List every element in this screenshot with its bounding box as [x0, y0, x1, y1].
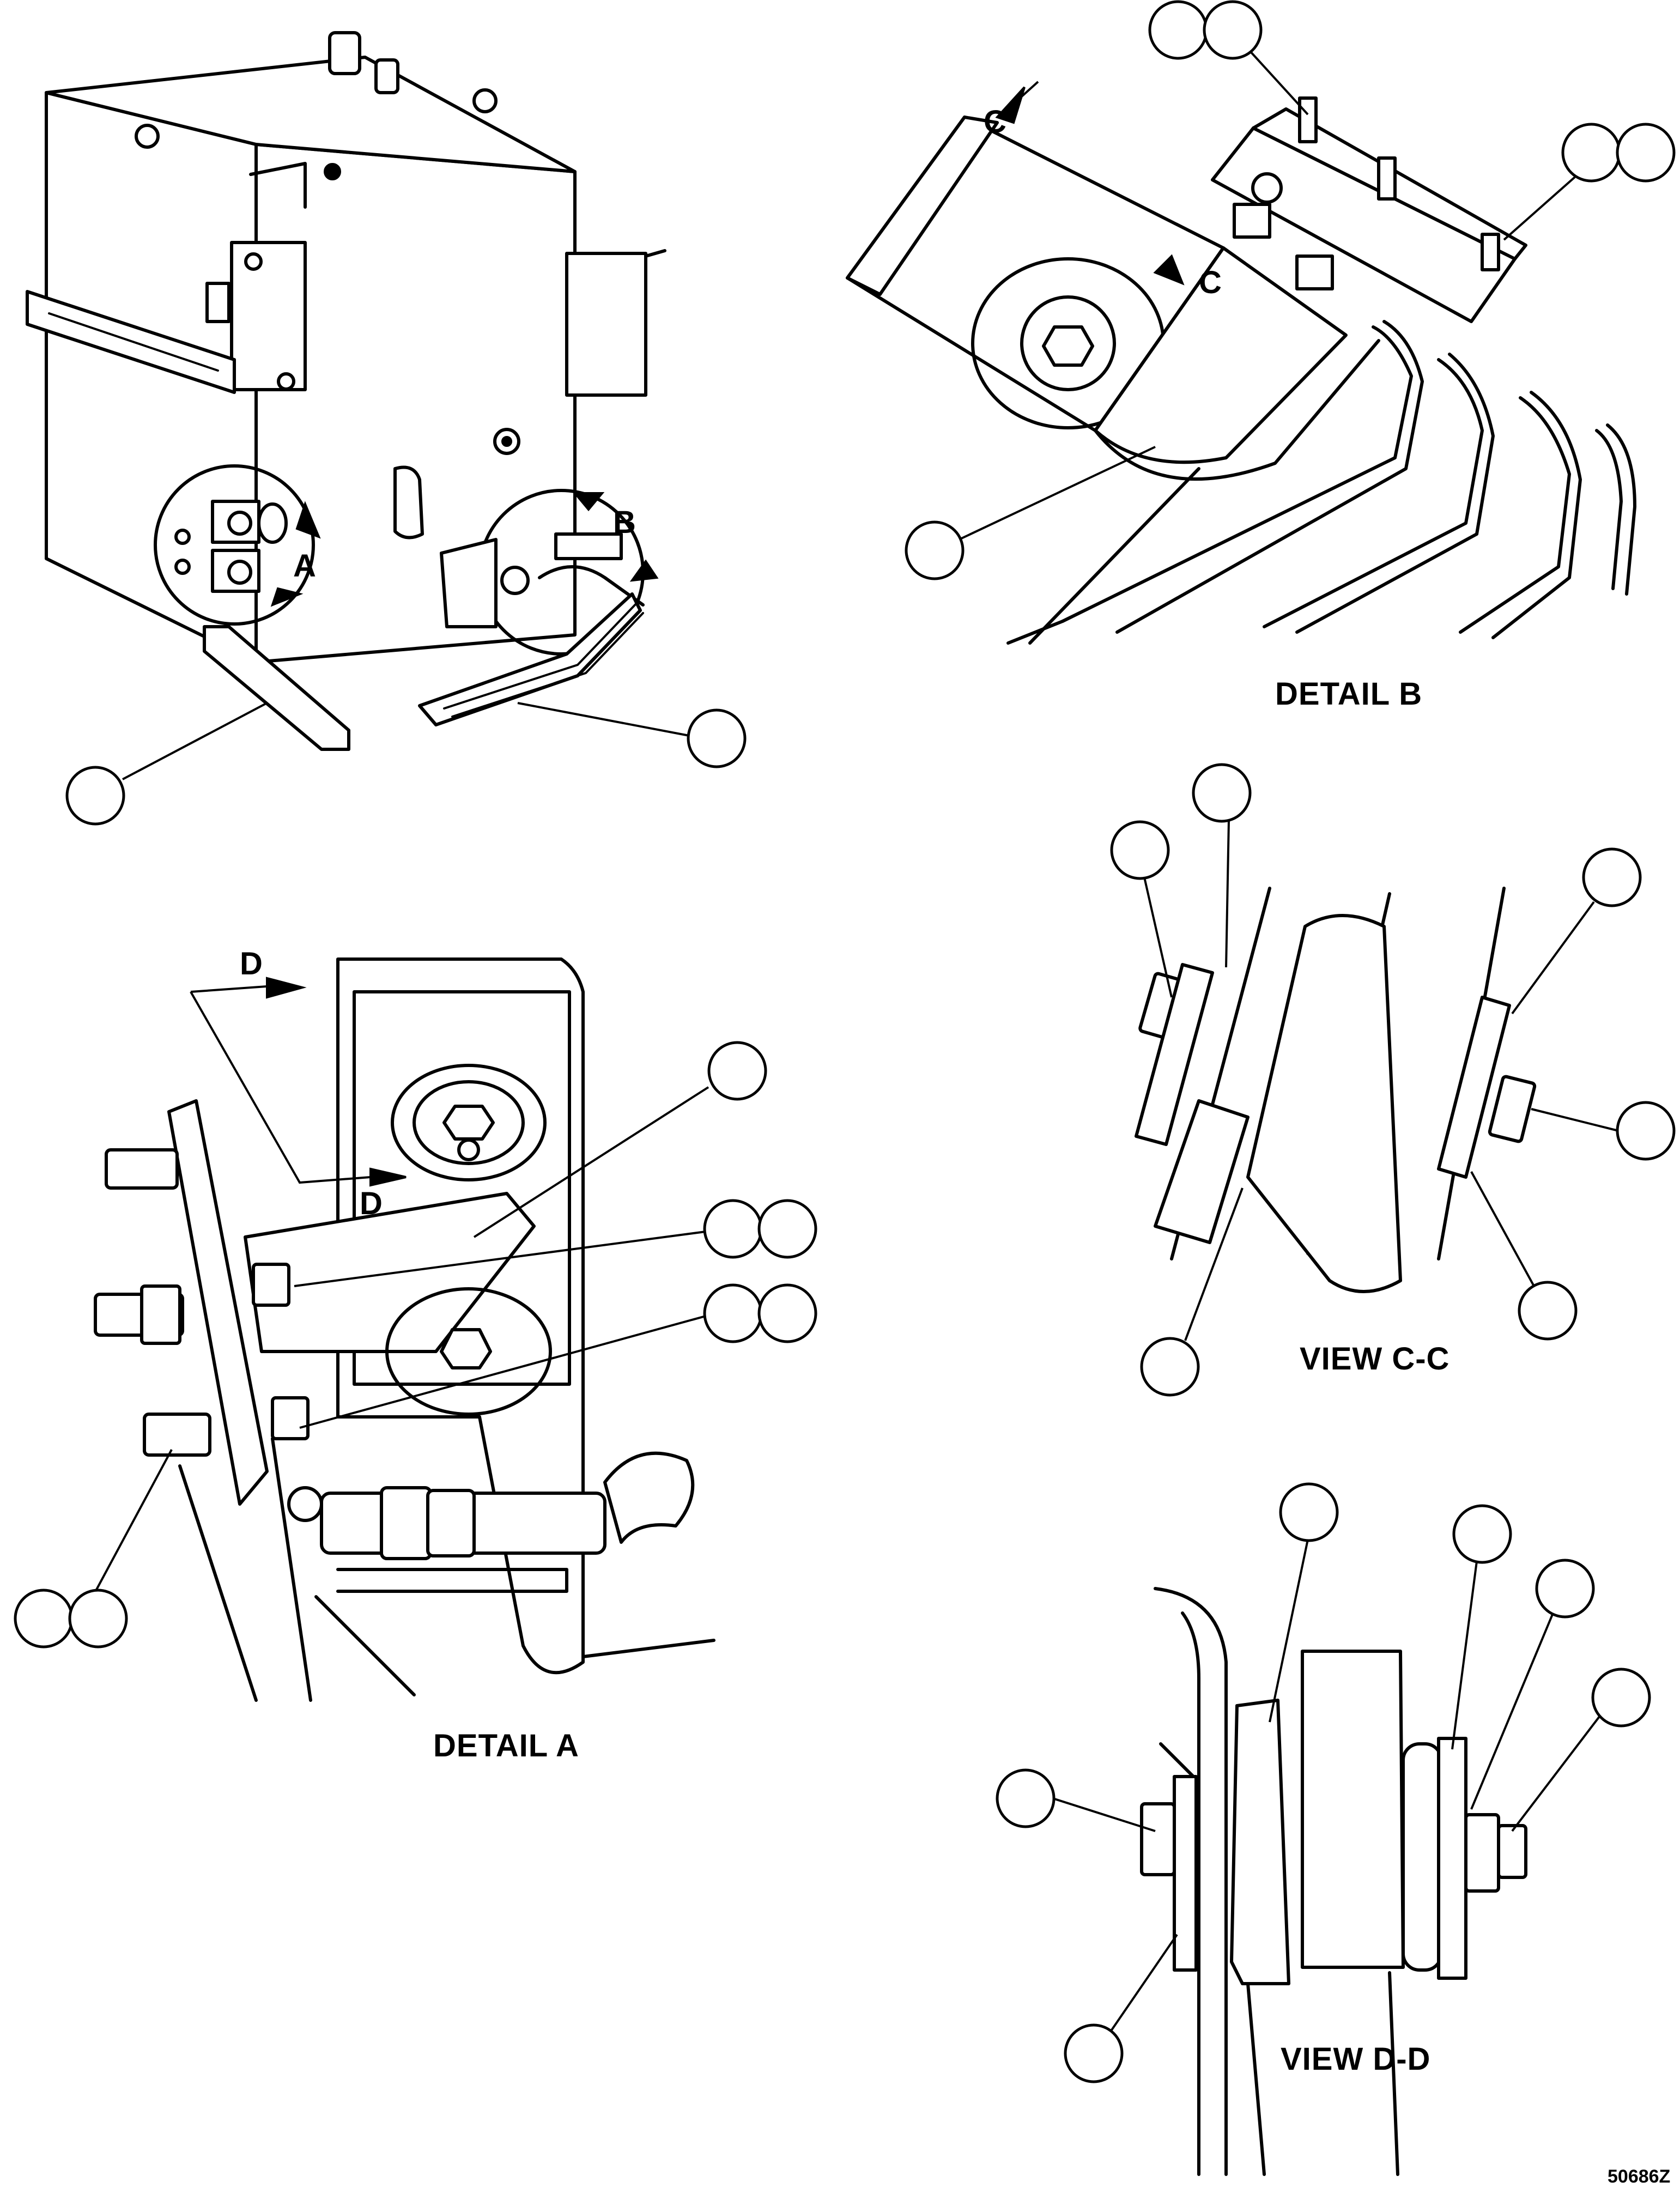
- detail-a-drawing: [94, 957, 715, 1702]
- caption-detail-b: DETAIL B: [1275, 676, 1423, 712]
- detail-b-drawing: [846, 81, 1636, 645]
- caption-view-cc: VIEW C-C: [1300, 1341, 1450, 1377]
- section-marker-a: A: [293, 548, 316, 584]
- caption-view-dd: VIEW D-D: [1281, 2041, 1431, 2077]
- tank-assembly-drawing: [26, 31, 666, 751]
- section-marker-c-lower: C: [1199, 265, 1222, 300]
- section-marker-d-upper: D: [240, 946, 263, 981]
- section-marker-b: B: [613, 505, 636, 540]
- section-marker-d-lower: D: [360, 1186, 383, 1221]
- view-cc-callouts: [1110, 763, 1676, 1397]
- caption-detail-a: DETAIL A: [433, 1728, 579, 1763]
- view-cc-drawing: [1135, 887, 1537, 1293]
- view-dd-drawing: [1140, 1587, 1527, 2176]
- drawing-code: 50686Z: [1608, 2166, 1671, 2187]
- section-marker-c-upper: C: [984, 104, 1006, 140]
- detail-b-callouts: [905, 0, 1676, 580]
- detail-a-callouts: [14, 1041, 817, 1648]
- view-dd-callouts: [996, 1482, 1651, 2083]
- main-assembly-callouts: [65, 702, 747, 826]
